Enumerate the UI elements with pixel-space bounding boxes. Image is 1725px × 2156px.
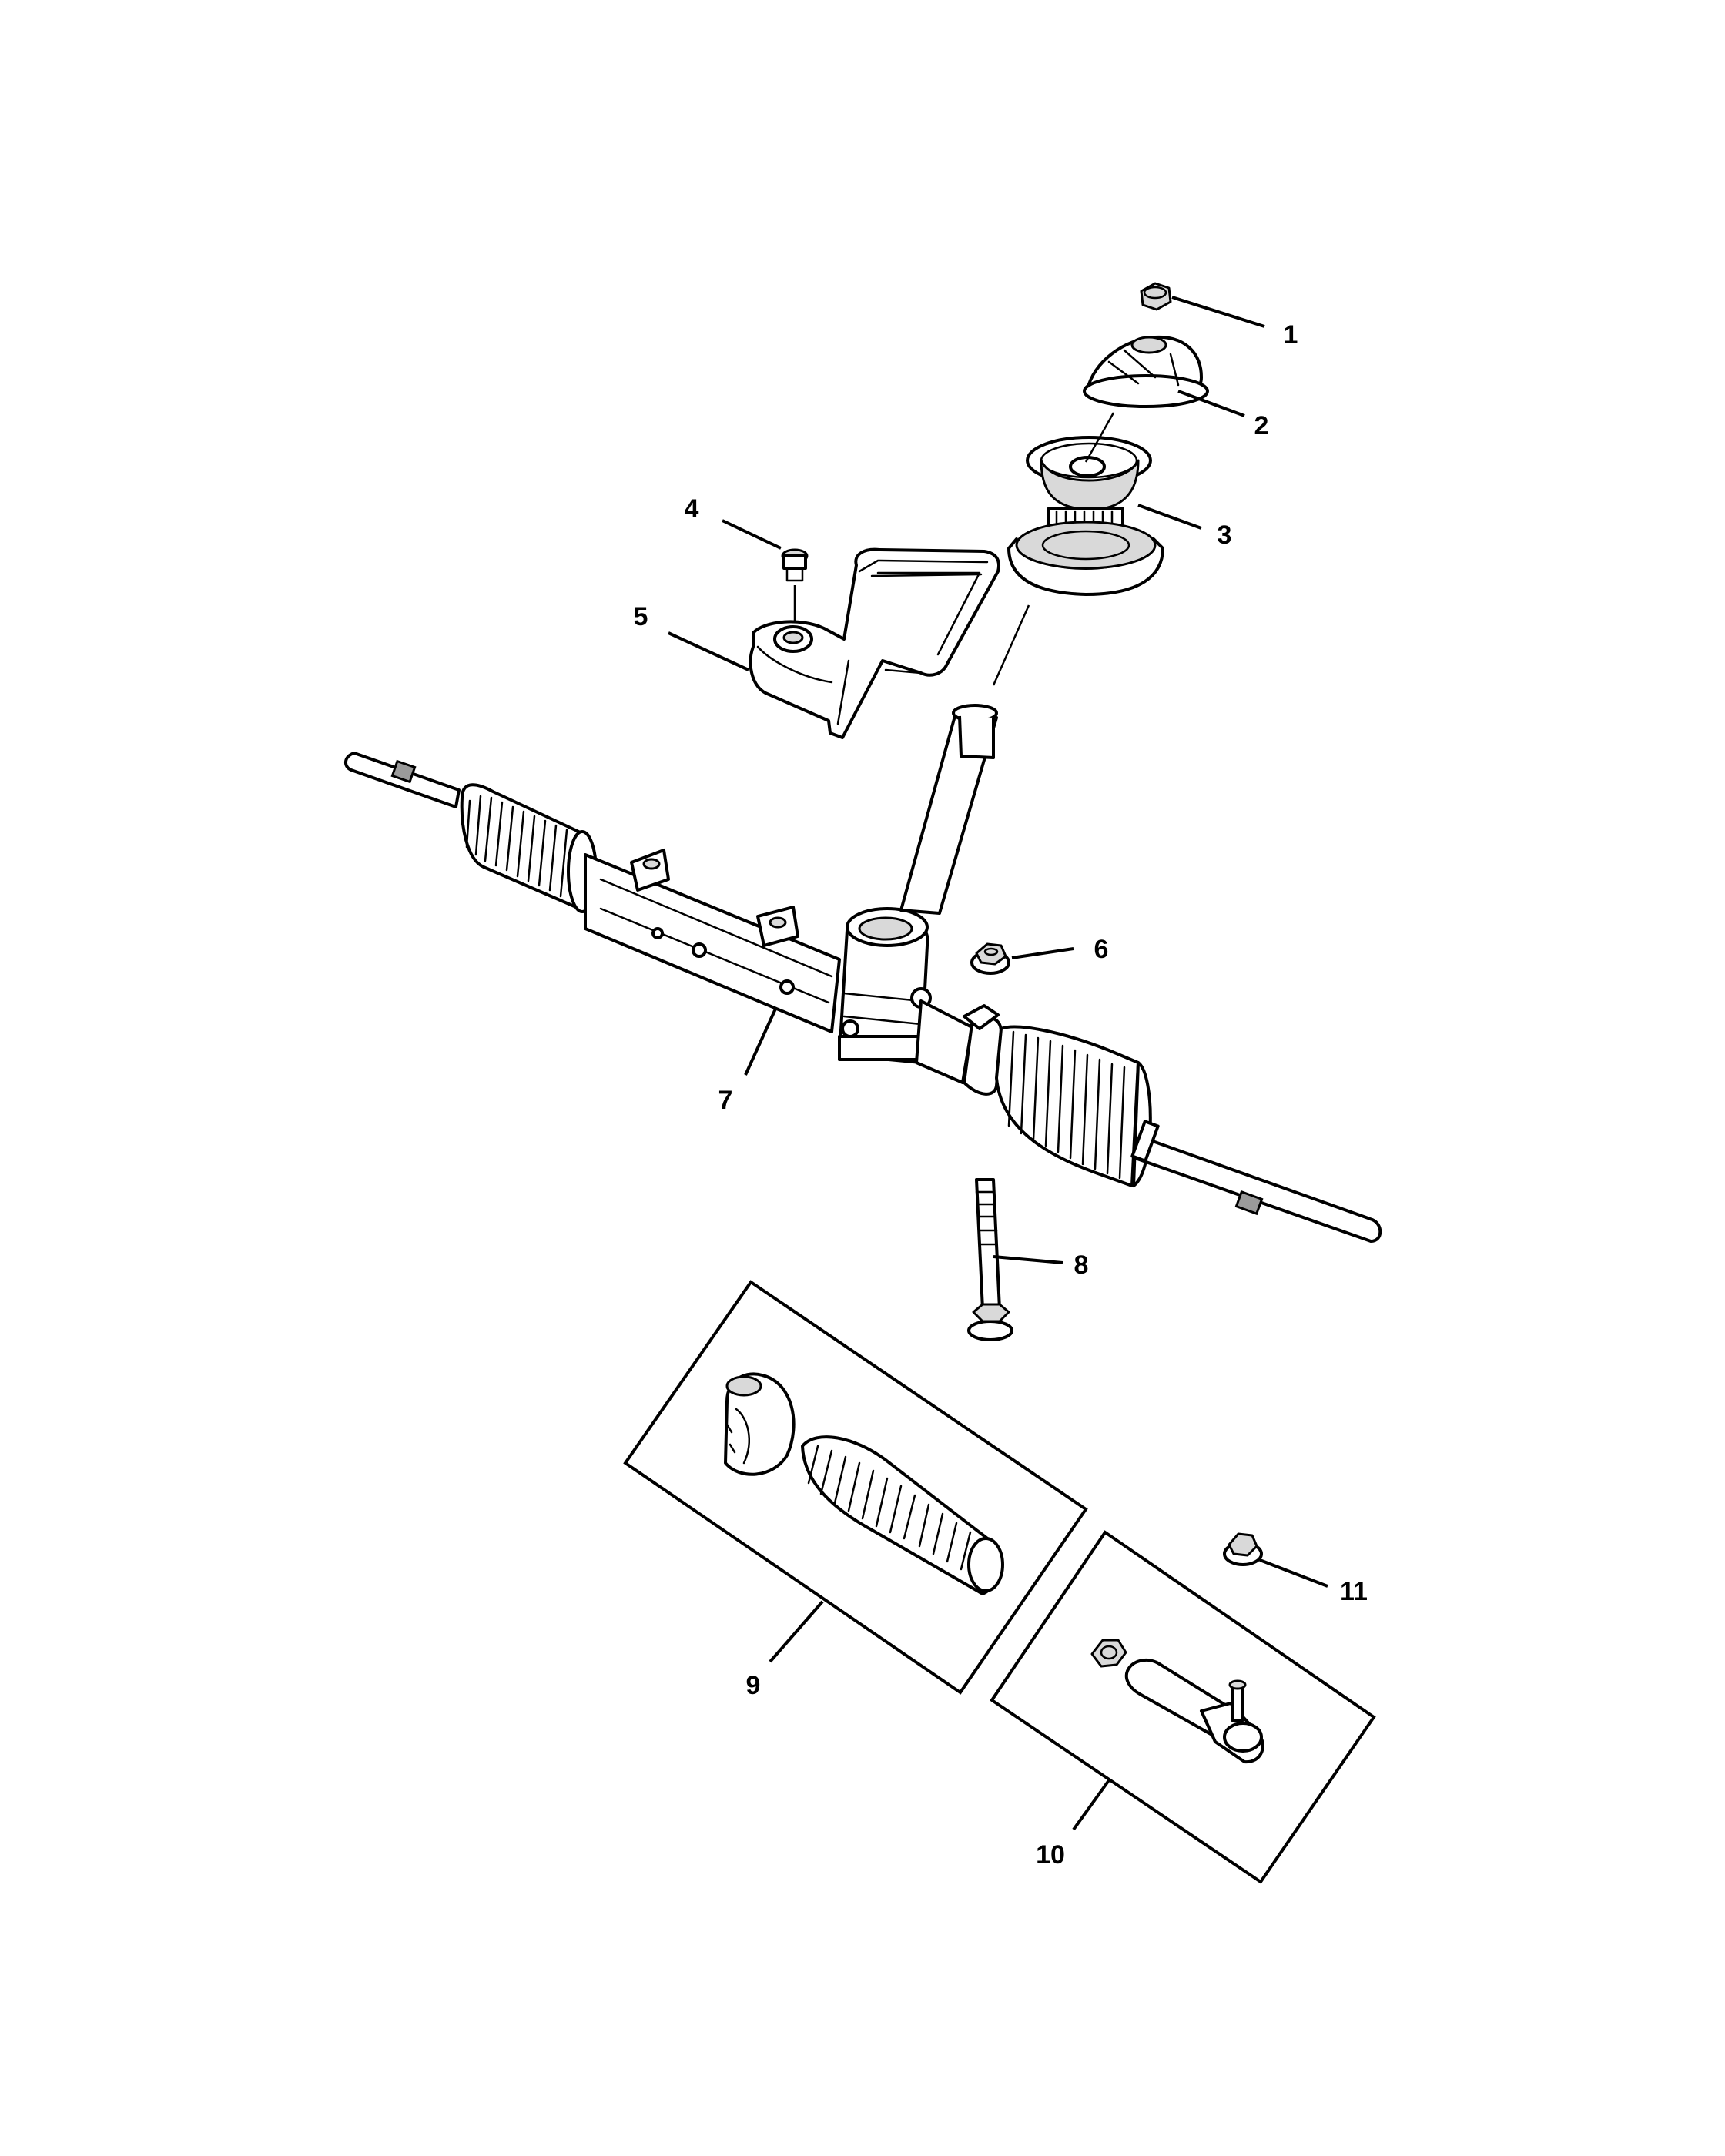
- leader-lines: [668, 296, 1328, 1831]
- callout-6[interactable]: 6: [1094, 935, 1109, 964]
- callout-9[interactable]: 9: [746, 1671, 761, 1700]
- part-7-steering-gear[interactable]: [344, 704, 1382, 1243]
- input-shaft: [899, 704, 998, 915]
- boot-clamp: [724, 1372, 796, 1476]
- callout-10[interactable]: 10: [1036, 1840, 1065, 1870]
- part-8-mounting-bolt[interactable]: [967, 1178, 1013, 1341]
- part-4-bolt[interactable]: [781, 548, 809, 624]
- part-5-heat-shield[interactable]: [749, 547, 1000, 739]
- right-boot: [995, 1025, 1152, 1187]
- part-6-flange-nut[interactable]: [970, 942, 1010, 975]
- callout-7[interactable]: 7: [718, 1086, 733, 1115]
- callout-4[interactable]: 4: [685, 494, 699, 524]
- callout-11[interactable]: 11: [1340, 1577, 1368, 1606]
- part-11-nut[interactable]: [1223, 1532, 1263, 1566]
- housing-tabs: [630, 849, 799, 995]
- callout-1[interactable]: 1: [1284, 320, 1298, 350]
- kit-9-boot-kit[interactable]: [623, 1280, 1088, 1695]
- tie-rod-end: [1124, 1658, 1264, 1764]
- part-1-nut[interactable]: [1140, 282, 1172, 311]
- centerline-column: [992, 412, 1115, 686]
- callout-labels: 1 2 3 4 5 6 7 8 9 10 11: [634, 320, 1368, 1870]
- pinion-housing: [838, 907, 932, 1064]
- left-boot: [460, 783, 598, 913]
- callout-8[interactable]: 8: [1074, 1250, 1089, 1280]
- boot: [801, 1435, 1004, 1595]
- part-2-dust-cap[interactable]: [1083, 335, 1209, 408]
- tie-rod-nut: [1090, 1639, 1127, 1668]
- kit-10-tie-rod-end-kit[interactable]: [990, 1530, 1376, 1884]
- callout-2[interactable]: 2: [1254, 411, 1269, 440]
- callout-5[interactable]: 5: [634, 602, 648, 631]
- callout-3[interactable]: 3: [1218, 521, 1232, 550]
- part-3-column-seal[interactable]: [1007, 436, 1164, 596]
